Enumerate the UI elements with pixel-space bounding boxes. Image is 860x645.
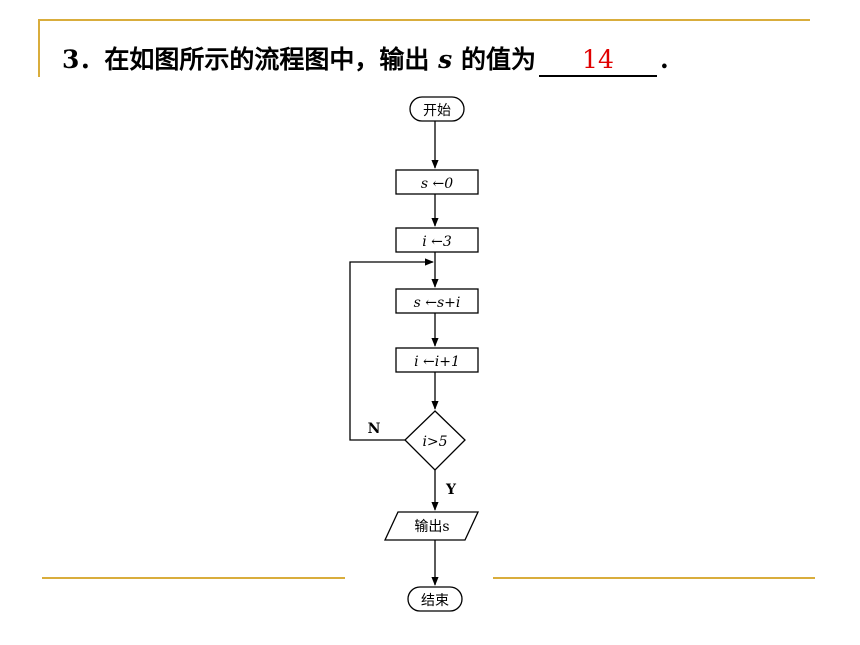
question-number: 3 — [62, 45, 80, 74]
answer-blank: 14 — [538, 45, 657, 77]
output-parallelogram — [383, 511, 480, 541]
decor-line-bottom-left — [42, 577, 345, 579]
question-text: 3．在如图所示的流程图中，输出 s 的值为 14. — [62, 42, 669, 78]
assign-i-label: i ←3 — [422, 234, 452, 250]
process-update-i — [395, 347, 479, 373]
assign-s-label: s ←0 — [421, 176, 453, 192]
yes-branch-label: Y — [445, 482, 457, 498]
loop-back-arrow — [349, 258, 434, 441]
decision-label: i>5 — [422, 434, 447, 450]
process-assign-s — [395, 169, 479, 195]
question-prompt-tail: 的值为 — [460, 45, 536, 74]
start-terminal — [409, 96, 465, 122]
decor-line-bottom-right — [493, 577, 815, 579]
question-end-mark: . — [659, 45, 669, 74]
decor-line-top — [38, 19, 810, 21]
end-terminal — [407, 586, 463, 612]
question-variable: s — [438, 45, 453, 74]
end-label: 结束 — [421, 593, 449, 609]
question-prompt: ．在如图所示的流程图中，输出 — [79, 45, 430, 74]
update-i-label: i ←i+1 — [414, 354, 460, 370]
process-update-s — [395, 288, 479, 314]
output-label: 输出s — [414, 519, 449, 535]
no-branch-label: N — [368, 421, 381, 437]
decor-line-left — [38, 19, 40, 77]
answer-value: 14 — [582, 45, 614, 74]
start-label: 开始 — [423, 103, 451, 119]
process-assign-i — [395, 227, 479, 253]
update-s-label: s ←s+i — [414, 295, 461, 311]
